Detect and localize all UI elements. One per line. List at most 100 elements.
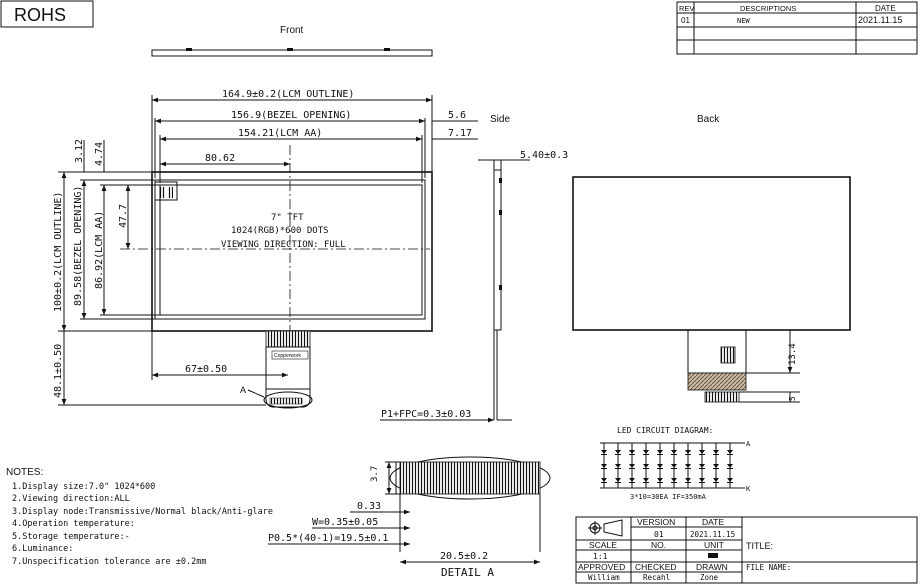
dim-0-33: 0.33 bbox=[357, 501, 381, 512]
descriptions-header: DESCRIPTIONS bbox=[740, 4, 796, 13]
dim-fpc-thickness: P1+FPC=0.3±0.03 bbox=[381, 409, 471, 420]
front-vertical-dims: 100±0.2(LCM OUTLINE) 89.58(BEZEL OPENING… bbox=[53, 139, 288, 406]
version-label: VERSION bbox=[637, 517, 675, 527]
led-diode-icon bbox=[727, 464, 733, 468]
unit-mark bbox=[708, 553, 718, 558]
rev-value: 01 bbox=[681, 16, 690, 25]
led-diode-icon bbox=[615, 464, 621, 468]
display-size-text: 7" TFT bbox=[271, 213, 304, 223]
viewing-direction-text: VIEWING DIRECTION: FULL bbox=[221, 240, 346, 250]
approved-label: APPROVED bbox=[578, 562, 625, 572]
dim-lcm-outline-height: 100±0.2(LCM OUTLINE) bbox=[53, 192, 64, 312]
note-item: 6.Luminance: bbox=[12, 544, 73, 554]
bezel-opening bbox=[154, 179, 426, 320]
scale-label: SCALE bbox=[589, 540, 617, 550]
rev-date-value: 2021.11.15 bbox=[858, 15, 902, 25]
led-diode-icon bbox=[713, 464, 719, 468]
back-view: 13.4 5 bbox=[572, 176, 851, 403]
approved-value: William bbox=[588, 573, 620, 582]
notes-title: NOTES: bbox=[6, 467, 43, 478]
led-diode-icon bbox=[657, 464, 663, 468]
led-diode-icon bbox=[699, 464, 705, 468]
checked-value: Recahl bbox=[643, 573, 670, 582]
dim-bezel-opening-width: 156.9(BEZEL OPENING) bbox=[231, 110, 351, 121]
drawn-label: DRAWN bbox=[696, 562, 728, 572]
title-label: TITLE: bbox=[746, 541, 773, 551]
dim-fpc-length: 48.1±0.50 bbox=[53, 344, 64, 398]
resolution-text: 1024(RGB)*600 DOTS bbox=[231, 226, 329, 236]
detail-a-label: DETAIL A bbox=[441, 566, 494, 579]
dim-7-17: 7.17 bbox=[448, 128, 472, 139]
led-diode-icon bbox=[685, 478, 691, 482]
dim-side-thickness: 5.40±0.3 bbox=[520, 150, 568, 161]
led-caption: 3*10=30EA IF=350mA bbox=[630, 493, 707, 501]
note-item: 4.Operation temperature: bbox=[12, 519, 135, 529]
dim-4-74: 4.74 bbox=[94, 142, 105, 166]
led-diode-icon bbox=[727, 450, 733, 454]
led-diode-icon bbox=[615, 450, 621, 454]
dim-lcm-outline-width: 164.9±0.2(LCM OUTLINE) bbox=[222, 89, 354, 100]
unit-label: UNIT bbox=[704, 540, 724, 550]
led-diode-icon bbox=[629, 478, 635, 482]
led-diode-icon bbox=[713, 478, 719, 482]
led-diode-icon bbox=[699, 450, 705, 454]
version-value: 01 bbox=[654, 530, 664, 539]
led-diode-icon bbox=[671, 464, 677, 468]
active-area bbox=[159, 184, 423, 316]
dim-pitch: P0.5*(40-1)=19.5±0.1 bbox=[268, 533, 388, 544]
led-diode-icon bbox=[601, 464, 607, 468]
fpc-front: Copperwork A bbox=[240, 330, 313, 409]
led-title: LED CIRCUIT DIAGRAM: bbox=[617, 426, 713, 435]
top-edge-view bbox=[151, 48, 433, 57]
title-block: VERSION DATE 01 2021.11.15 SCALE NO. UNI… bbox=[575, 516, 918, 584]
led-diode-icon bbox=[713, 450, 719, 454]
dim-fpc-position: 67±0.50 bbox=[185, 364, 227, 375]
notes: NOTES: 1.Display size:7.0" 1024*600 2.Vi… bbox=[6, 467, 273, 567]
dim-5-6: 5.6 bbox=[448, 110, 466, 121]
led-diode-icon bbox=[685, 450, 691, 454]
led-cathode: K bbox=[746, 485, 751, 493]
note-item: 5.Storage temperature:- bbox=[12, 532, 130, 542]
side-view-label: Side bbox=[490, 114, 510, 125]
note-item: 3.Display node:Transmissive/Normal black… bbox=[12, 507, 273, 517]
note-item: 7.Unspecification tolerance are ±0.2mm bbox=[12, 557, 206, 567]
led-anode: A bbox=[746, 440, 751, 448]
description-value: NEW bbox=[737, 17, 750, 25]
fpc-label: Copperwork bbox=[274, 353, 301, 359]
dim-total-width: 20.5±0.2 bbox=[440, 551, 488, 562]
rohs-label: ROHS bbox=[14, 5, 66, 25]
note-item: 2.Viewing direction:ALL bbox=[12, 494, 130, 504]
date-label: DATE bbox=[702, 517, 724, 527]
lcm-outline bbox=[151, 171, 433, 332]
back-view-label: Back bbox=[697, 114, 720, 125]
led-diode-icon bbox=[629, 450, 635, 454]
led-diode-icon bbox=[643, 478, 649, 482]
dim-lcm-aa-height: 86.92(LCM AA) bbox=[94, 211, 105, 289]
no-label: NO. bbox=[651, 540, 666, 550]
led-circuit-diagram: LED CIRCUIT DIAGRAM: A K 3*10=30EA IF=35… bbox=[600, 426, 751, 501]
dim-47-7: 47.7 bbox=[118, 204, 129, 228]
dim-80-62: 80.62 bbox=[205, 153, 235, 164]
revision-table: REV DESCRIPTIONS DATE 01 NEW 2021.11.15 bbox=[676, 1, 918, 55]
note-item: 1.Display size:7.0" 1024*600 bbox=[12, 482, 155, 492]
date-value: 2021.11.15 bbox=[690, 530, 735, 539]
led-diode-icon bbox=[657, 478, 663, 482]
dim-3-12: 3.12 bbox=[74, 139, 85, 163]
led-diode-icon bbox=[601, 450, 607, 454]
dim-3-7: 3.7 bbox=[370, 466, 380, 482]
checked-label: CHECKED bbox=[635, 562, 677, 572]
dim-lcm-aa-width: 154.21(LCM AA) bbox=[238, 128, 322, 139]
led-diode-icon bbox=[685, 464, 691, 468]
led-diode-icon bbox=[699, 478, 705, 482]
dim-w: W=0.35±0.05 bbox=[312, 517, 378, 528]
led-diode-icon bbox=[643, 464, 649, 468]
dim-5: 5 bbox=[788, 396, 797, 401]
led-diode-icon bbox=[615, 478, 621, 482]
scale-value: 1:1 bbox=[593, 552, 608, 561]
led-diode-icon bbox=[727, 478, 733, 482]
led-diode-icon bbox=[643, 450, 649, 454]
dim-13-4: 13.4 bbox=[788, 343, 798, 365]
front-horizontal-dims: 164.9±0.2(LCM OUTLINE) 156.9(BEZEL OPENI… bbox=[151, 89, 478, 183]
rev-header: REV bbox=[679, 4, 694, 13]
